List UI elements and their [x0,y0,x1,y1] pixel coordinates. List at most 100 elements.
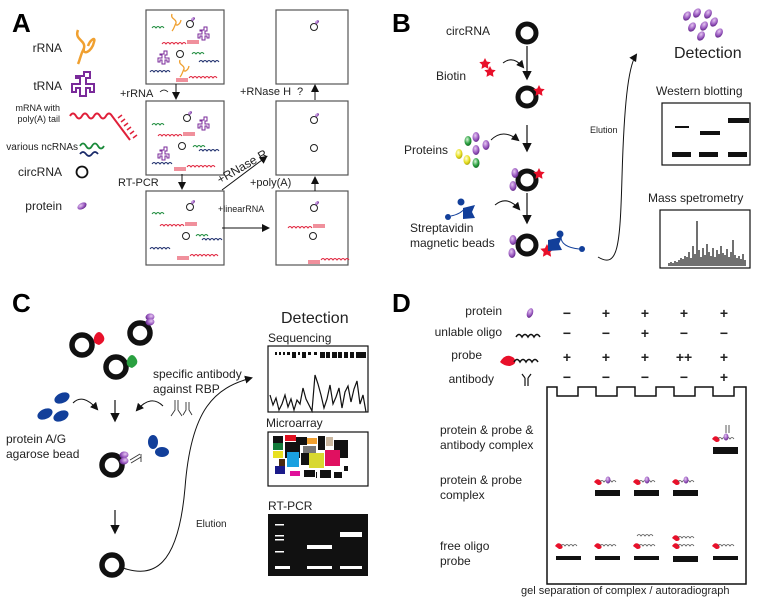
step-rrna-label: +rRNA [120,88,154,100]
ncrna-icon [198,149,220,152]
probe-label-icon [672,535,680,541]
step-polya-label: +poly(A) [250,177,291,189]
microarray-spot [296,437,307,445]
western-band [672,152,691,157]
rbp-red-icon [93,332,105,345]
protein-icon [715,28,723,38]
protein-icon [605,476,611,484]
c-sequencing-label: Sequencing [268,331,331,345]
western-band [699,152,718,157]
circrna-icon [186,203,194,211]
ncrna-icon [149,247,171,250]
sign-unlable-oligo-lane-2: − [602,325,610,341]
sample-box-4 [275,9,349,85]
microarray-spot [318,436,325,450]
mrna-polya-icon [69,112,131,141]
rtpcr-band [275,524,284,526]
panel-c: C specific antibody against RBP protein … [6,288,369,578]
sequence-mark [320,352,325,358]
protein-icon [472,132,480,142]
sample-box-3 [145,190,225,266]
microarray-spot [344,466,348,471]
trna-icon [197,116,210,131]
probe-label-icon [555,543,563,549]
rtpcr-band [340,532,362,537]
circrna-icon [309,232,317,240]
protein-icon [683,476,689,484]
rtpcr-band [340,566,362,569]
legend-circrna-label: circRNA [18,165,62,179]
trna-icon [157,146,170,161]
probe-label-icon [712,436,720,442]
sign-protein-lane-1: − [563,305,571,321]
biotin-star-icon [479,58,491,69]
sign-probe-lane-4: ++ [676,349,692,365]
sequence-mark [344,352,348,358]
rtpcr-band [307,566,332,569]
legend-mrna-label-2: poly(A) tail [17,114,60,124]
sign-probe-lane-5: + [720,349,728,365]
protein-icon [315,201,319,205]
circrna-ring [515,21,539,45]
legend-protein-label: protein [25,199,62,213]
panel-d: D protein unlable oligo probe antibody −… [392,288,747,597]
mrna-icon [189,254,219,257]
panel-c-letter: C [12,288,31,318]
gel-band [634,556,659,560]
microarray-spot [303,446,316,454]
protein-icon [704,9,712,19]
curl-icon [159,89,169,93]
c-rtpcr-label: RT-PCR [268,499,313,513]
protein-icon [683,11,691,21]
protein-icon [464,136,472,146]
rrna-icon [179,59,190,78]
agarose-bead-icon [155,447,169,457]
sign-unlable-oligo-lane-1: − [563,325,571,341]
gel-band [673,490,698,496]
probe-label-icon [712,543,720,549]
sequence-mark [308,352,311,355]
ncrna-icon [151,26,165,29]
microarray-spot [273,436,283,443]
protein-icon [482,140,490,150]
protein-icon [119,451,129,459]
protein-icon [526,308,534,318]
legend-ncrna-label: various ncRNAs [6,142,78,153]
circrna-icon [186,20,194,28]
curved-arrow [135,400,164,412]
probe-label-icon [633,479,641,485]
arrow-rnaser [221,155,268,191]
b-circrna-label: circRNA [446,24,490,38]
circrna-ring [515,168,539,192]
protein-icon [697,31,705,41]
mrna-icon [186,165,216,168]
trna-icon [157,50,170,65]
microarray-spot [273,451,283,458]
protein-icon [145,313,155,321]
sign-antibody-lane-5: + [720,369,728,385]
curved-arrow [502,59,525,69]
microarray-spot [290,471,300,476]
b-mass-label: Mass spetrometry [648,191,743,205]
mrna-icon [161,42,187,45]
sign-antibody-lane-2: − [602,369,610,385]
legend-rrna: rRNA [33,29,96,65]
circrna-icon [176,50,184,58]
ncrna-icon [151,212,165,215]
protein-icon [508,248,516,258]
magnetic-bead-icon [445,214,451,220]
western-band [675,126,689,128]
trna-icon [71,71,95,97]
sequencing-trace [269,374,367,414]
rbp-green-icon [126,355,138,368]
sequence-mark [287,352,290,355]
protein-icon [315,113,319,117]
sign-antibody-lane-3: − [641,369,649,385]
panel-a-letter: A [12,8,31,38]
mrna-icon [159,224,185,227]
probe-label-icon [672,479,680,485]
protein-icon [644,476,650,484]
protein-icon [188,111,192,115]
microarray-spot [320,470,331,478]
